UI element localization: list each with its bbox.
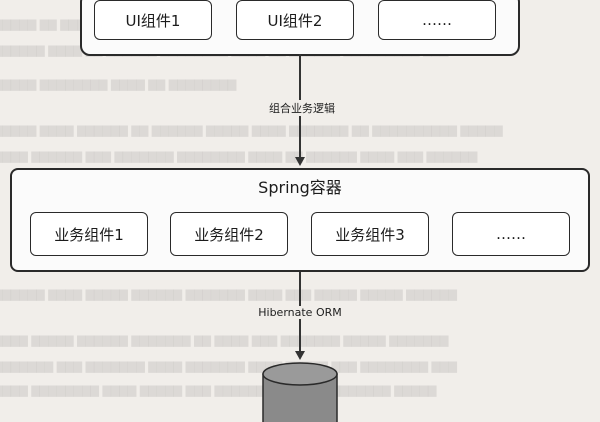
ui-component-more: …… (378, 0, 496, 40)
database-icon (262, 362, 338, 422)
ui-layer-container: UI组件1 UI组件2 …… (80, 0, 520, 56)
arrow-2-label: Hibernate ORM (250, 306, 350, 319)
arrow-1-label: 组合业务逻辑 (262, 100, 342, 116)
arrow-1-head (295, 157, 305, 166)
business-component-3: 业务组件3 (311, 212, 429, 256)
business-component-1: 业务组件1 (30, 212, 148, 256)
business-component-more: …… (452, 212, 570, 256)
ui-component-1: UI组件1 (94, 0, 212, 40)
arrow-2-head (295, 351, 305, 360)
business-component-2: 业务组件2 (170, 212, 288, 256)
spring-container: Spring容器 业务组件1 业务组件2 业务组件3 …… (10, 168, 590, 272)
spring-container-title: Spring容器 (258, 178, 342, 197)
ui-component-2: UI组件2 (236, 0, 354, 40)
